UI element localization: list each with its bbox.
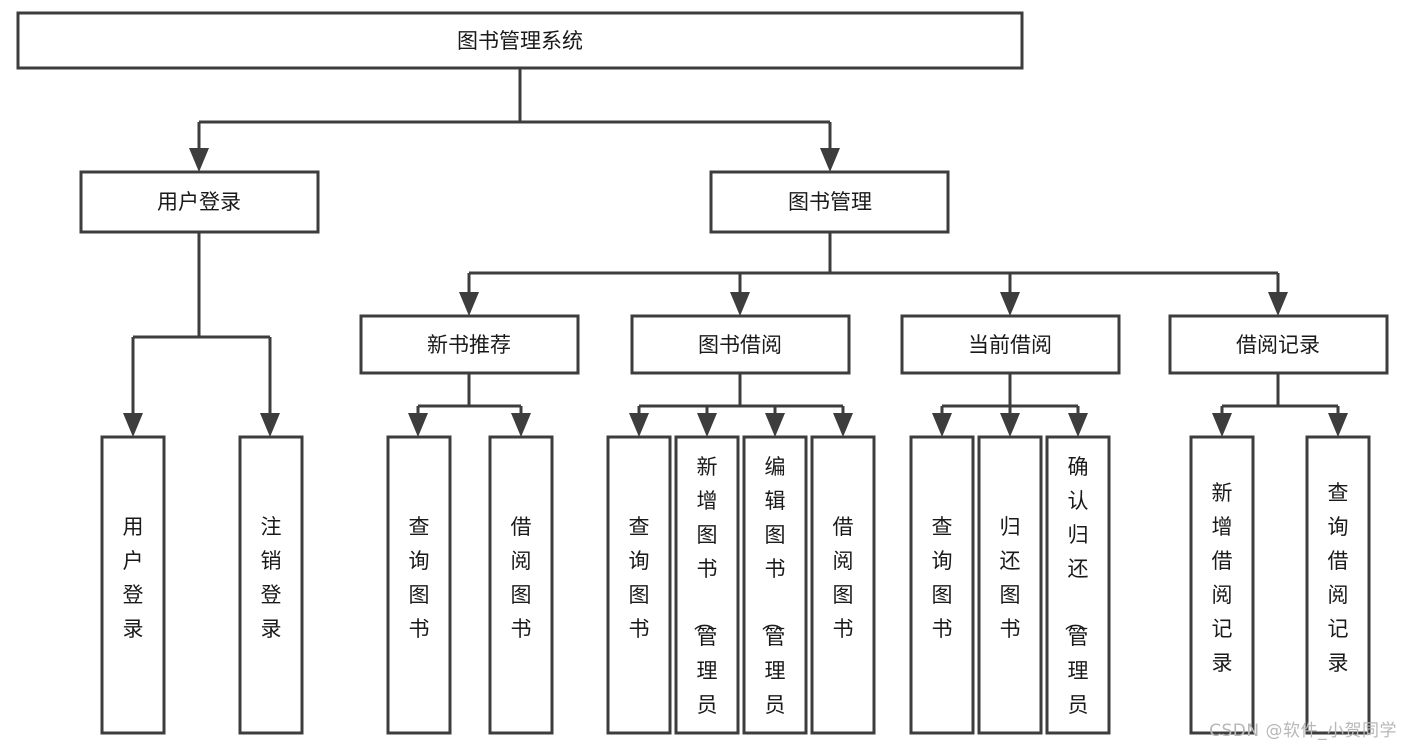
leaf-label: 确认归还（管理员） xyxy=(1063,455,1089,747)
arrow-to-leaf-borrow-4 xyxy=(833,413,853,437)
leaf-label: 新增图书（管理员） xyxy=(692,455,718,747)
leaf-label: 查询图书 xyxy=(409,515,430,641)
arrow-to-current xyxy=(1000,292,1020,316)
leaf-current-confirm-return[interactable]: 确认归还（管理员） xyxy=(1045,435,1111,747)
node-current-borrow-box[interactable] xyxy=(900,314,1121,375)
leaf-label: 用户登录 xyxy=(123,515,144,641)
arrow-to-record xyxy=(1268,292,1288,316)
node-user-login-box[interactable] xyxy=(79,170,320,234)
node-book-borrow-box[interactable] xyxy=(630,314,851,375)
node-book-borrow[interactable]: 图书借阅 xyxy=(630,314,851,375)
arrow-to-leaf-record-1 xyxy=(1212,413,1232,437)
node-new-book-recommend-label: 新书推荐 xyxy=(427,333,511,357)
leaf-label: 查询图书 xyxy=(932,515,953,641)
leaf-box[interactable] xyxy=(909,435,975,735)
leaf-label: 借阅图书 xyxy=(511,515,532,641)
leaf-recommend-query-book[interactable]: 查询图书 xyxy=(386,435,452,735)
leaf-borrow-edit-book[interactable]: 编辑图书（管理员） xyxy=(742,435,808,747)
arrow-to-book-mgmt xyxy=(820,148,840,172)
node-borrow-record-box[interactable] xyxy=(1168,314,1389,375)
arrowhead-layer xyxy=(123,148,1348,437)
leaf-user-login-login[interactable]: 用户登录 xyxy=(100,435,166,735)
leaf-label: 编辑图书（管理员） xyxy=(760,455,786,747)
leaf-box[interactable] xyxy=(488,435,554,735)
leaf-record-query-record[interactable]: 查询借阅记录 xyxy=(1305,435,1371,735)
node-user-login[interactable]: 用户登录 xyxy=(79,170,320,234)
leaf-layer: 用户登录 注销登录 查询图书 借阅图书 查询图书 新 xyxy=(100,435,1371,747)
leaf-label: 归还图书 xyxy=(1000,515,1021,641)
leaf-box[interactable] xyxy=(238,435,304,735)
arrow-to-leaf-borrow-1 xyxy=(629,413,649,437)
leaf-box[interactable] xyxy=(386,435,452,735)
arrow-to-leaf-recommend-2 xyxy=(511,413,531,437)
leaf-box[interactable] xyxy=(977,435,1043,735)
node-book-management-box[interactable] xyxy=(709,170,950,234)
arrow-to-leaf-record-2 xyxy=(1328,413,1348,437)
arrow-to-leaf-logout xyxy=(260,413,280,437)
node-new-book-recommend-box[interactable] xyxy=(359,314,580,375)
arrow-to-leaf-current-2 xyxy=(1000,413,1020,437)
node-book-management[interactable]: 图书管理 xyxy=(709,170,950,234)
node-borrow-record-label: 借阅记录 xyxy=(1236,333,1320,357)
leaf-label: 注销登录 xyxy=(261,515,282,641)
node-current-borrow[interactable]: 当前借阅 xyxy=(900,314,1121,375)
leaf-box[interactable] xyxy=(100,435,166,735)
arrow-to-leaf-user-login xyxy=(123,413,143,437)
arrow-to-leaf-recommend-1 xyxy=(408,413,428,437)
leaf-box[interactable] xyxy=(1045,435,1111,735)
arrow-to-leaf-borrow-3 xyxy=(765,413,785,437)
leaf-label: 查询图书 xyxy=(629,515,650,641)
leaf-box[interactable] xyxy=(1305,435,1371,735)
leaf-record-add-record[interactable]: 新增借阅记录 xyxy=(1189,435,1255,735)
arrow-to-borrow xyxy=(730,292,750,316)
node-user-login-label: 用户登录 xyxy=(157,190,241,214)
leaf-borrow-borrow-book[interactable]: 借阅图书 xyxy=(810,435,876,735)
node-root-box[interactable] xyxy=(16,11,1024,70)
node-root[interactable]: 图书管理系统 xyxy=(16,11,1024,70)
arrow-to-leaf-current-3 xyxy=(1068,413,1088,437)
node-root-label: 图书管理系统 xyxy=(457,29,583,53)
node-new-book-recommend[interactable]: 新书推荐 xyxy=(359,314,580,375)
leaf-user-login-logout[interactable]: 注销登录 xyxy=(238,435,304,735)
leaf-current-return-book[interactable]: 归还图书 xyxy=(977,435,1043,735)
leaf-box[interactable] xyxy=(674,435,740,735)
leaf-box[interactable] xyxy=(606,435,672,735)
leaf-label: 查询借阅记录 xyxy=(1328,481,1349,675)
leaf-borrow-query-book[interactable]: 查询图书 xyxy=(606,435,672,735)
leaf-recommend-borrow-book[interactable]: 借阅图书 xyxy=(488,435,554,735)
node-book-management-label: 图书管理 xyxy=(788,190,872,214)
arrow-to-user-login xyxy=(189,148,209,172)
node-current-borrow-label: 当前借阅 xyxy=(968,333,1052,357)
arrow-to-leaf-borrow-2 xyxy=(697,413,717,437)
node-borrow-record[interactable]: 借阅记录 xyxy=(1168,314,1389,375)
arrow-to-leaf-current-1 xyxy=(932,413,952,437)
node-book-borrow-label: 图书借阅 xyxy=(698,333,782,357)
arrow-to-recommend xyxy=(459,292,479,316)
leaf-box[interactable] xyxy=(810,435,876,735)
leaf-label: 新增借阅记录 xyxy=(1212,481,1233,675)
leaf-current-query-book[interactable]: 查询图书 xyxy=(909,435,975,735)
leaf-box[interactable] xyxy=(742,435,808,735)
leaf-borrow-add-book[interactable]: 新增图书（管理员） xyxy=(674,435,740,747)
leaf-box[interactable] xyxy=(1189,435,1255,735)
leaf-label: 借阅图书 xyxy=(833,515,854,641)
